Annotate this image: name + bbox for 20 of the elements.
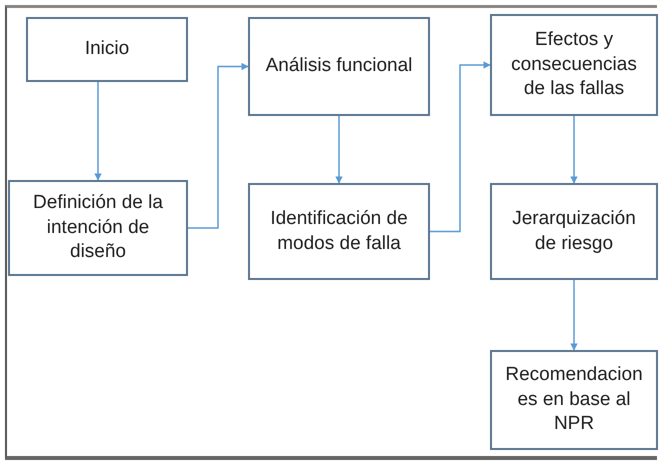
process-box [248, 17, 430, 116]
box-text: Jerarquización de riesgo [511, 206, 637, 256]
box-text: Inicio [84, 37, 130, 62]
arrow [570, 280, 578, 351]
arrow [335, 116, 343, 184]
box-text: Análisis funcional [266, 54, 412, 78]
box-text: Identificación de modos de falla [269, 206, 409, 256]
box-text: Recomendacion es en base al NPR [504, 362, 644, 436]
process-box [490, 14, 658, 116]
process-box [8, 180, 188, 276]
process-box [490, 183, 658, 280]
arrow [430, 61, 491, 232]
box-text: Definición de la intención de diseño [32, 190, 164, 264]
arrow [188, 62, 249, 229]
process-box [248, 183, 430, 280]
process-box [490, 350, 658, 450]
box-text: Efectos y consecuencias de las fallas [510, 28, 638, 102]
process-box [26, 17, 188, 82]
arrow [570, 116, 578, 184]
arrow [94, 82, 102, 181]
